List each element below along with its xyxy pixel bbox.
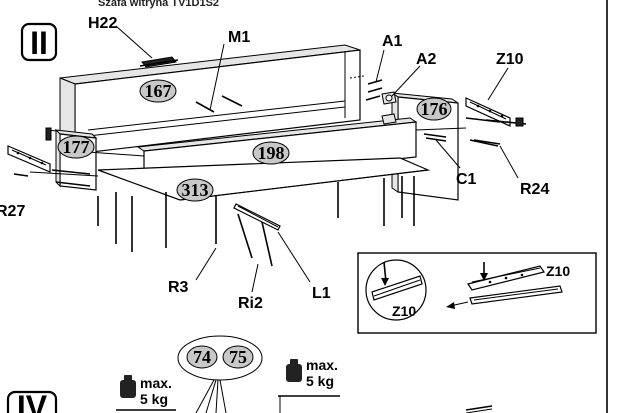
label-r27: R27 xyxy=(0,203,25,220)
screws-m1 xyxy=(195,95,243,113)
weight-icon xyxy=(120,375,136,398)
step-number-current: II xyxy=(30,25,48,61)
weight-limit-right: max. 5 kg xyxy=(278,357,340,413)
weight-limit-left: max. 5 kg xyxy=(116,375,176,411)
label-r3: R3 xyxy=(168,279,189,296)
part-bubble-top: 167 xyxy=(139,79,177,103)
screws-ri2 xyxy=(237,213,273,267)
bubble-group-74-75: 74 75 xyxy=(177,335,263,413)
svg-text:177: 177 xyxy=(63,137,90,157)
label-z10: Z10 xyxy=(496,51,524,68)
part-bubble-side-right: 176 xyxy=(416,97,452,121)
header-text: Szafa witryna TV1D1S2 xyxy=(98,0,219,9)
svg-text:5 kg: 5 kg xyxy=(306,373,334,389)
svg-text:176: 176 xyxy=(421,99,448,119)
svg-text:167: 167 xyxy=(145,81,172,101)
screws-r3 xyxy=(97,176,415,252)
weight-icon xyxy=(286,359,302,382)
handle-h22 xyxy=(139,56,179,68)
svg-text:5 kg: 5 kg xyxy=(140,391,168,407)
part-bubble-side-left: 177 xyxy=(57,135,95,159)
screws-r24 xyxy=(473,117,527,145)
inset-label-left: Z10 xyxy=(392,303,416,319)
svg-text:313: 313 xyxy=(182,180,209,200)
part-bubble-back: 198 xyxy=(252,141,290,165)
label-h22: H22 xyxy=(88,15,117,32)
svg-text:max.: max. xyxy=(306,357,338,373)
rail-z10-right xyxy=(465,97,511,127)
screws-r27 xyxy=(13,169,91,187)
step-marker-current: II xyxy=(20,22,58,62)
label-r24: R24 xyxy=(520,181,549,198)
part-bubble-bottom: 313 xyxy=(176,178,214,202)
label-ri2: Ri2 xyxy=(238,295,263,312)
label-a1: A1 xyxy=(382,33,403,50)
svg-text:74: 74 xyxy=(193,347,211,367)
rail-z10-left xyxy=(7,145,51,173)
label-m1: M1 xyxy=(228,29,250,46)
svg-text:75: 75 xyxy=(229,347,247,367)
detail-inset: Z10 Z10 xyxy=(357,252,597,334)
label-l1: L1 xyxy=(312,285,331,302)
next-step-fragment xyxy=(465,405,493,413)
label-a2: A2 xyxy=(416,51,437,68)
rail-l1 xyxy=(233,203,281,231)
svg-text:198: 198 xyxy=(258,143,285,163)
dowels-a1 xyxy=(349,75,383,101)
label-c1: C1 xyxy=(456,171,477,188)
step-marker-next: IV xyxy=(6,389,58,413)
step-number-next: IV xyxy=(17,389,48,413)
svg-text:max.: max. xyxy=(140,375,172,391)
guide-lines xyxy=(29,25,519,293)
inset-label-right: Z10 xyxy=(546,263,570,279)
